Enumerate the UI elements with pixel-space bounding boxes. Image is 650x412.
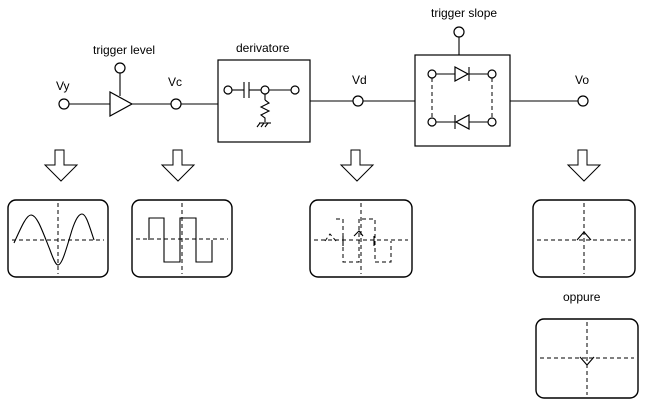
slope-terminal-top-right: [487, 69, 497, 79]
positive-pulse: [576, 231, 592, 241]
scope-vy-sine: [7, 199, 109, 278]
comparator-triangle: [109, 90, 134, 118]
derivatore-label: derivatore: [236, 41, 290, 55]
differentiator-circuit: [223, 82, 300, 128]
derivatore-junction: [260, 85, 270, 95]
scope-vo-negative: [535, 318, 639, 399]
trigger-slope-node: [453, 26, 465, 38]
vy-label: Vy: [56, 79, 70, 93]
vc-node: [170, 98, 182, 110]
vo-node: [577, 95, 589, 107]
vo-label: Vo: [575, 73, 589, 87]
derivatore-box: [217, 59, 311, 143]
down-arrow-icon-vy: [43, 149, 79, 182]
slope-terminal-bottom-left: [427, 117, 437, 127]
dashed-square-reference: [336, 218, 392, 263]
slope-terminal-top-left: [427, 69, 437, 79]
scope-vd-spikes: [309, 199, 413, 278]
down-arrow-icon-vd: [339, 149, 375, 182]
vc-label: Vc: [168, 75, 182, 89]
square-wave: [148, 217, 213, 263]
vy-node: [58, 98, 70, 110]
slope-selector-circuit: [427, 65, 497, 131]
oppure-label: oppure: [563, 290, 601, 304]
trigger-slope-label: trigger slope: [431, 6, 497, 20]
negative-pulse: [579, 356, 595, 366]
diode-forward-icon: [454, 65, 470, 83]
vd-label: Vd: [352, 73, 367, 87]
sine-wave: [13, 213, 95, 266]
resistor-icon: [259, 99, 271, 122]
trigger-slope-box: [414, 54, 511, 147]
vd-node: [352, 95, 364, 107]
scope-vc-square: [131, 199, 233, 278]
derivatore-output-terminal: [290, 85, 300, 95]
spike-1: [324, 233, 337, 242]
scope-vo-positive: [532, 199, 636, 278]
down-arrow-icon-vc: [160, 149, 196, 182]
trigger-level-label: trigger level: [93, 43, 155, 57]
down-arrow-icon-vo: [566, 149, 602, 182]
trigger-level-node: [114, 62, 126, 74]
spike-3: [353, 230, 364, 237]
derivatore-input-terminal: [223, 85, 233, 95]
slope-terminal-bottom-right: [487, 117, 497, 127]
